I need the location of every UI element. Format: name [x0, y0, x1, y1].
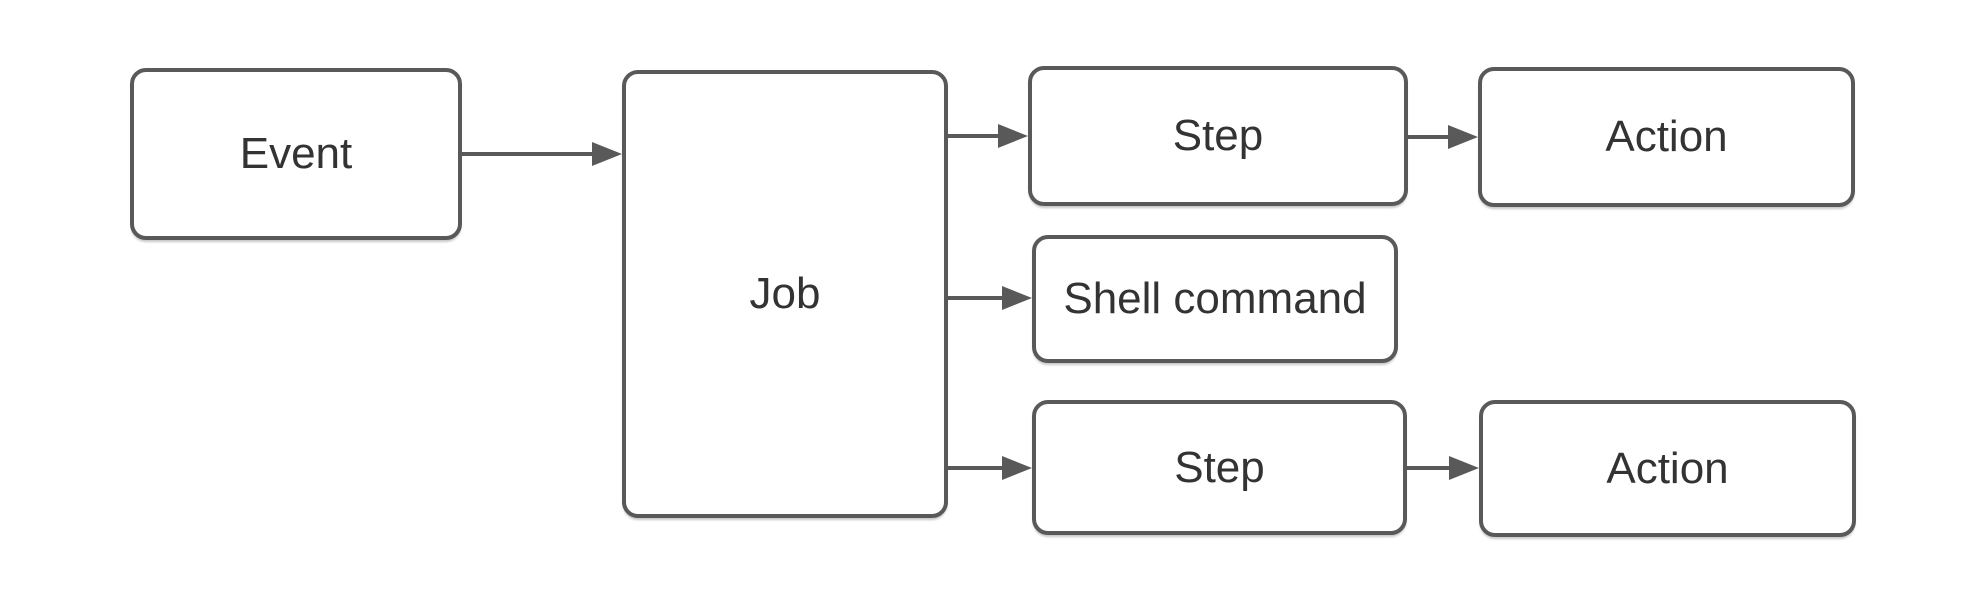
node-shell-command: Shell command	[1032, 235, 1398, 363]
arrow-job-to-shell-command	[948, 286, 1032, 310]
arrow-job-to-step-bottom	[948, 456, 1032, 480]
arrow-step-bottom-to-action-bottom	[1407, 456, 1479, 480]
node-action-top: Action	[1478, 67, 1855, 207]
arrow-job-to-step-top	[948, 124, 1028, 148]
node-job: Job	[622, 70, 948, 518]
node-action-bottom: Action	[1479, 400, 1856, 537]
arrow-step-top-to-action-top	[1408, 125, 1478, 149]
arrow-event-to-job	[462, 142, 622, 166]
node-step-bottom: Step	[1032, 400, 1407, 535]
node-event: Event	[130, 68, 462, 240]
node-step-top: Step	[1028, 66, 1408, 206]
